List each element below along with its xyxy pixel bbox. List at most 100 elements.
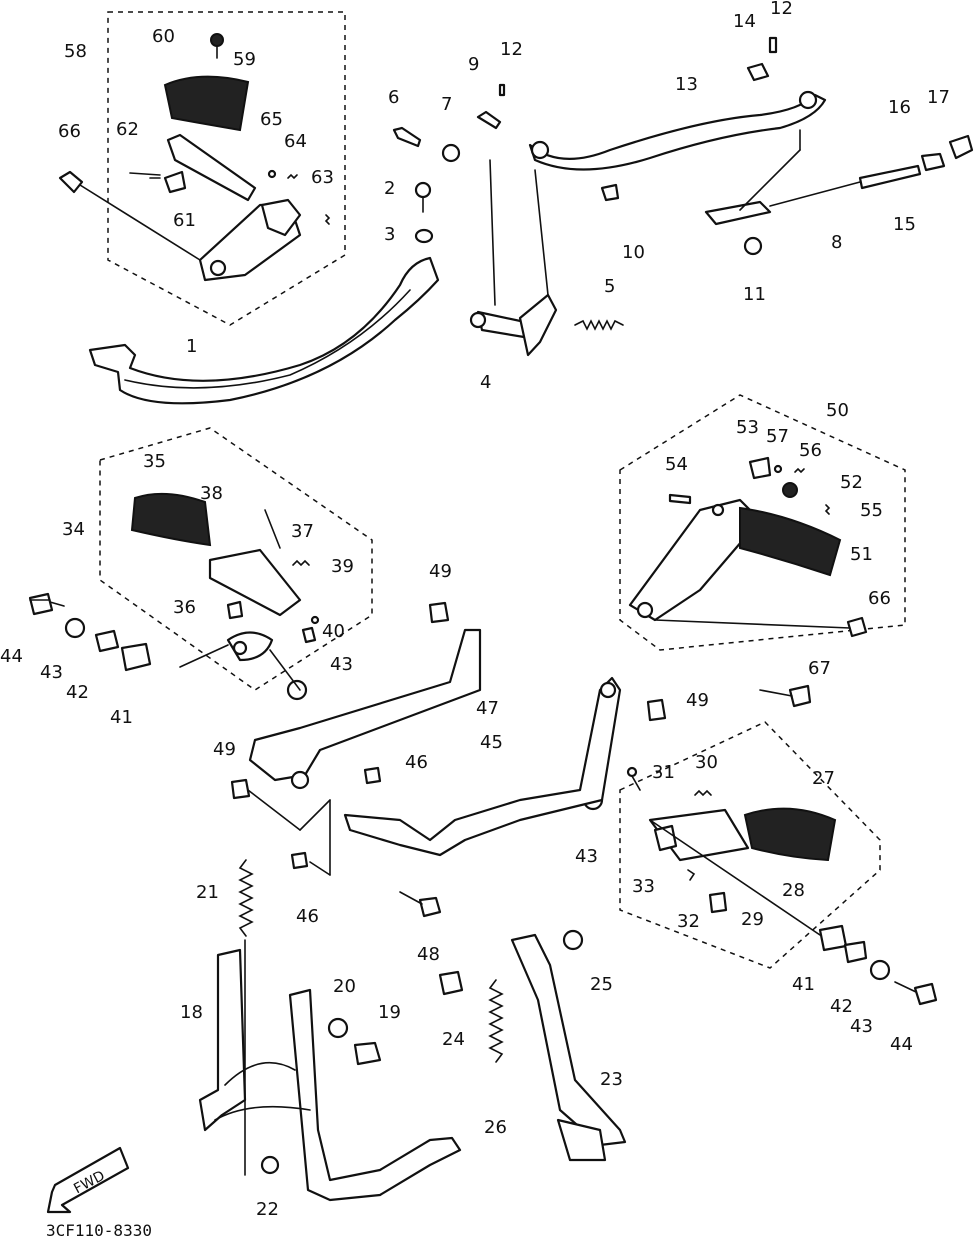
callout-47: 47 [476, 698, 499, 719]
callout-54: 54 [665, 454, 688, 475]
callout-61: 61 [173, 210, 196, 231]
callout-53: 53 [736, 417, 759, 438]
callout-48: 48 [417, 944, 440, 965]
callout-1: 1 [186, 336, 197, 357]
callout-10: 10 [622, 242, 645, 263]
callout-7: 7 [441, 94, 452, 115]
assembly-box-50 [619, 394, 906, 651]
assembly-box-34 [99, 427, 373, 691]
callout-3: 3 [384, 224, 395, 245]
callout-50: 50 [826, 400, 849, 421]
side-stand-23 [510, 933, 627, 1162]
callout-63: 63 [311, 167, 334, 188]
callout-52: 52 [840, 472, 863, 493]
callout-4: 4 [480, 372, 491, 393]
callout-65: 65 [260, 109, 283, 130]
leader-lines [29, 129, 851, 1176]
callout-17: 17 [927, 87, 950, 108]
callout-11: 11 [743, 284, 766, 305]
callout-55: 55 [860, 500, 883, 521]
callout-21: 21 [196, 882, 219, 903]
callout-43b: 43 [330, 654, 353, 675]
callout-26: 26 [484, 1117, 507, 1138]
callout-14: 14 [733, 11, 756, 32]
callout-23: 23 [600, 1069, 623, 1090]
callout-20: 20 [333, 976, 356, 997]
brake-rod-8 [704, 164, 922, 226]
callout-60: 60 [152, 26, 175, 47]
callout-12a: 12 [500, 39, 523, 60]
callout-49a: 49 [429, 561, 452, 582]
bolts-and-nuts-center [230, 601, 667, 918]
callout-29: 29 [741, 909, 764, 930]
spring-5 [574, 319, 624, 331]
callout-62: 62 [116, 119, 139, 140]
brake-rod-13 [528, 90, 827, 171]
callout-labels: 1 2 3 4 5 6 7 8 9 10 11 12 12 13 14 15 1… [0, 0, 950, 1220]
callout-42a: 42 [66, 682, 89, 703]
callout-44a: 44 [0, 646, 23, 667]
callout-35: 35 [143, 451, 166, 472]
callout-38: 38 [200, 483, 223, 504]
side-stand-bolts [438, 929, 584, 996]
callout-18: 18 [180, 1002, 203, 1023]
callout-43a: 43 [40, 662, 63, 683]
brake-pedal [88, 256, 440, 405]
callout-2: 2 [384, 178, 395, 199]
callout-58: 58 [64, 41, 87, 62]
callout-16: 16 [888, 97, 911, 118]
callout-46b: 46 [296, 906, 319, 927]
callout-8: 8 [831, 232, 842, 253]
callout-45: 45 [480, 732, 503, 753]
callout-49b: 49 [686, 690, 709, 711]
callout-66a: 66 [58, 121, 81, 142]
callout-67: 67 [808, 658, 831, 679]
assembly-box-58 [107, 11, 346, 326]
fwd-arrow-icon: FWD [46, 1146, 130, 1214]
callout-51: 51 [850, 544, 873, 565]
callout-33: 33 [632, 876, 655, 897]
footrest-assembly-50 [628, 456, 868, 708]
assembly-box-27 [619, 721, 881, 969]
callout-22: 22 [256, 1199, 279, 1220]
callout-42b: 42 [830, 996, 853, 1017]
callout-9: 9 [468, 54, 479, 75]
callout-43d: 43 [850, 1016, 873, 1037]
bushings-left [28, 592, 308, 701]
small-parts-top [392, 36, 974, 256]
callout-66b: 66 [868, 588, 891, 609]
callout-27: 27 [812, 768, 835, 789]
callout-13: 13 [675, 74, 698, 95]
callout-5: 5 [604, 276, 615, 297]
footrest-assembly-27 [626, 766, 837, 914]
footrest-assembly-58 [58, 33, 331, 282]
callout-37: 37 [291, 521, 314, 542]
callout-44b: 44 [890, 1034, 913, 1055]
callout-46a: 46 [405, 752, 428, 773]
stand-spring-21 [238, 859, 254, 937]
footrest-assembly-34 [130, 492, 320, 662]
callout-34: 34 [62, 519, 85, 540]
callout-30: 30 [695, 752, 718, 773]
callout-56: 56 [799, 440, 822, 461]
bushings-right [582, 789, 938, 1006]
callout-6: 6 [388, 87, 399, 108]
callout-41a: 41 [110, 707, 133, 728]
main-stand-18 [198, 948, 462, 1202]
callout-28: 28 [782, 880, 805, 901]
stand-pivot-parts [327, 1017, 382, 1066]
callout-40: 40 [322, 621, 345, 642]
callout-15: 15 [893, 214, 916, 235]
side-stand-spring-26 [488, 979, 504, 1063]
callout-41b: 41 [792, 974, 815, 995]
callout-59: 59 [233, 49, 256, 70]
footrest-bracket-45 [343, 676, 622, 857]
diagram-code: 3CF110-8330 [46, 1221, 152, 1240]
callout-43c: 43 [575, 846, 598, 867]
callout-32: 32 [677, 911, 700, 932]
callout-49c: 49 [213, 739, 236, 760]
callout-12b: 12 [770, 0, 793, 19]
callout-36: 36 [173, 597, 196, 618]
callout-39: 39 [331, 556, 354, 577]
